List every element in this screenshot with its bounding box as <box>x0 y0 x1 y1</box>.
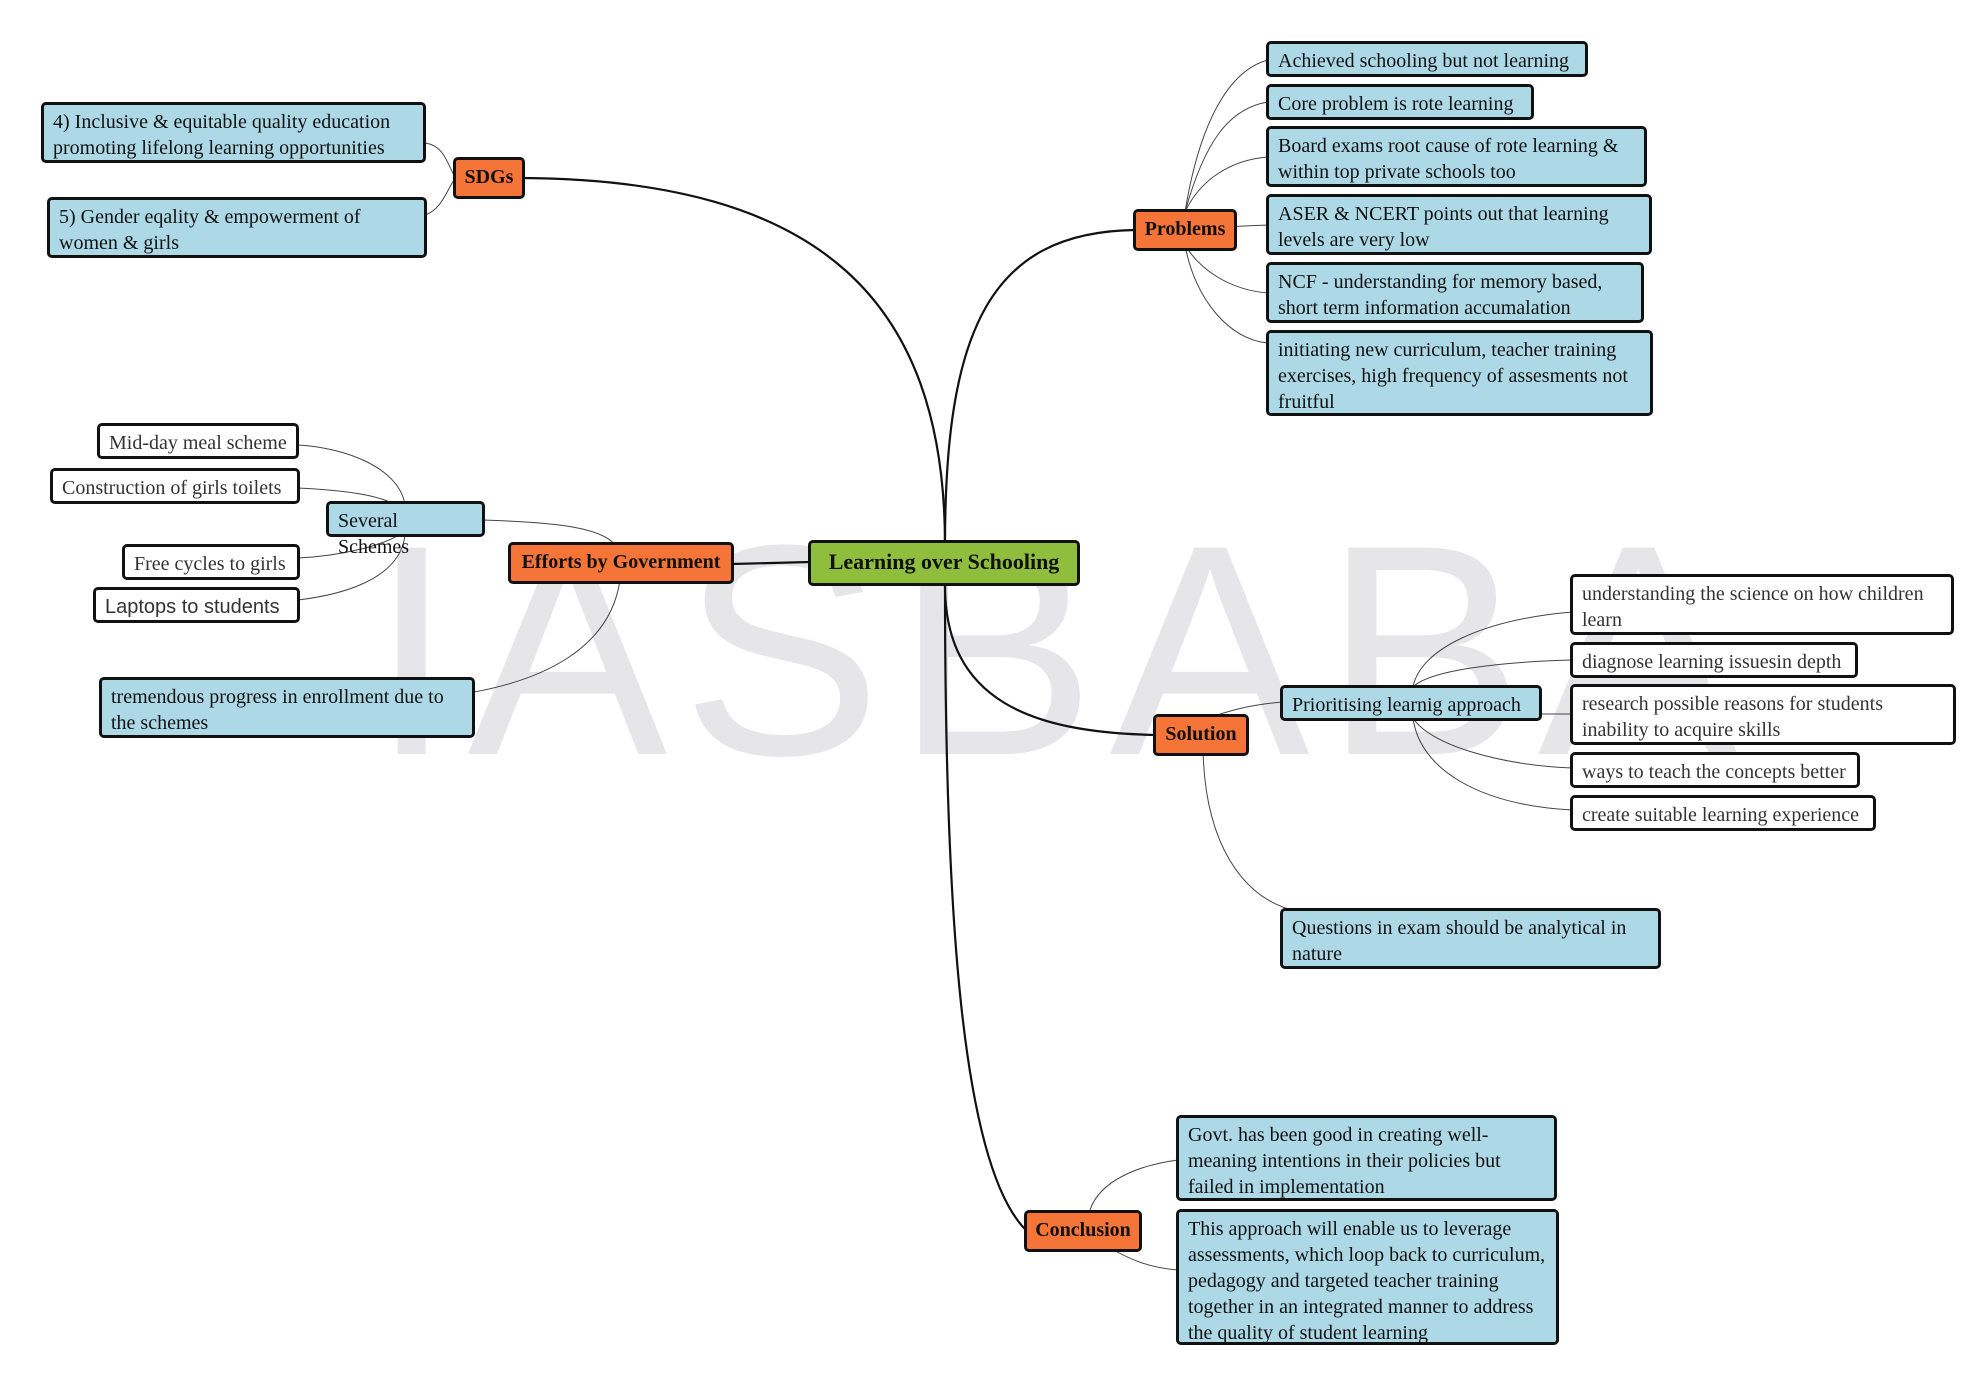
branch-efforts-label: Efforts by Government <box>521 551 721 573</box>
approach-item-4-text: ways to teach the concepts better <box>1582 761 1846 783</box>
scheme-item-1-text: Mid-day meal scheme <box>109 432 287 454</box>
link-root-efforts <box>731 560 811 566</box>
link-schemes-item4 <box>297 534 406 601</box>
approach-item-4[interactable]: ways to teach the concepts better <box>1570 752 1860 788</box>
branch-problems[interactable]: Problems <box>1133 209 1237 251</box>
link-conclusion-item1 <box>1089 1159 1179 1211</box>
conclusion-item-1-text: Govt. has been good in creating well-mea… <box>1188 1124 1501 1198</box>
link-approach-item5 <box>1412 717 1573 811</box>
several-schemes-label: Several Schemes <box>338 510 410 558</box>
conclusion-item-1[interactable]: Govt. has been good in creating well-mea… <box>1176 1115 1557 1201</box>
learning-approach-node[interactable]: Prioritising learnig approach <box>1280 685 1542 721</box>
link-problems-item1 <box>1184 59 1269 213</box>
link-root-solution <box>943 584 1159 737</box>
branch-solution-label: Solution <box>1165 723 1237 745</box>
branch-conclusion[interactable]: Conclusion <box>1024 1210 1142 1252</box>
sdg-item-4[interactable]: 4) Inclusive & equitable quality educati… <box>41 102 426 163</box>
problem-item-2-text: Core problem is rote learning <box>1278 93 1514 115</box>
conclusion-item-2-text: This approach will enable us to leverage… <box>1188 1218 1546 1344</box>
problem-item-2[interactable]: Core problem is rote learning <box>1266 84 1534 120</box>
exam-questions-node[interactable]: Questions in exam should be analytical i… <box>1280 908 1661 969</box>
problem-item-4[interactable]: ASER & NCERT points out that learning le… <box>1266 194 1652 255</box>
problem-item-4-text: ASER & NCERT points out that learning le… <box>1278 203 1609 251</box>
link-sdgs-item1 <box>424 142 456 179</box>
root-node[interactable]: Learning over Schooling <box>808 540 1080 586</box>
scheme-item-1[interactable]: Mid-day meal scheme <box>97 423 299 459</box>
enrollment-progress-node[interactable]: tremendous progress in enrollment due to… <box>99 677 475 738</box>
branch-problems-label: Problems <box>1144 218 1226 240</box>
link-efforts-schemes <box>482 519 616 546</box>
link-root-sdgs <box>522 176 947 546</box>
sdg-item-5-text: 5) Gender eqality & empowerment of women… <box>59 206 361 254</box>
problem-item-6[interactable]: initiating new curriculum, teacher train… <box>1266 330 1653 416</box>
approach-item-3-text: research possible reasons for students i… <box>1582 693 1884 741</box>
approach-item-2-text: diagnose learning issuesin depth <box>1582 651 1842 673</box>
sdg-item-4-text: 4) Inclusive & equitable quality educati… <box>53 111 391 159</box>
link-root-conclusion <box>943 584 1029 1233</box>
problem-item-1[interactable]: Achieved schooling but not learning <box>1266 41 1588 77</box>
enrollment-progress-text: tremendous progress in enrollment due to… <box>111 686 444 734</box>
exam-questions-text: Questions in exam should be analytical i… <box>1292 917 1627 965</box>
problem-item-5-text: NCF - understanding for memory based, sh… <box>1278 271 1603 319</box>
problem-item-5[interactable]: NCF - understanding for memory based, sh… <box>1266 262 1644 323</box>
scheme-item-3-text: Free cycles to girls <box>134 553 286 575</box>
scheme-item-4[interactable]: Laptops to students <box>93 587 300 623</box>
link-solution-exam <box>1202 749 1301 913</box>
branch-sdgs-label: SDGs <box>464 166 514 188</box>
approach-item-5-text: create suitable learning experience <box>1582 804 1860 826</box>
approach-item-5[interactable]: create suitable learning experience <box>1570 795 1876 831</box>
branch-sdgs[interactable]: SDGs <box>453 157 525 199</box>
link-problems-item6 <box>1184 244 1269 344</box>
approach-item-2[interactable]: diagnose learning issuesin depth <box>1570 642 1858 678</box>
link-efforts-progress <box>473 579 621 693</box>
approach-item-1-text: understanding the science on how childre… <box>1582 583 1924 631</box>
scheme-item-4-text: Laptops to students <box>105 596 280 618</box>
problem-item-3[interactable]: Board exams root cause of rote learning … <box>1266 126 1647 187</box>
branch-solution[interactable]: Solution <box>1153 714 1249 756</box>
scheme-item-2[interactable]: Construction of girls toilets <box>50 468 300 504</box>
learning-approach-label: Prioritising learnig approach <box>1292 694 1521 716</box>
link-problems-item3 <box>1184 156 1269 213</box>
link-approach-item4 <box>1412 717 1573 769</box>
branch-conclusion-label: Conclusion <box>1035 1219 1131 1241</box>
link-approach-item2 <box>1412 659 1573 688</box>
several-schemes-node[interactable]: Several Schemes <box>326 501 485 558</box>
link-problems-item5 <box>1184 244 1269 294</box>
problem-item-1-text: Achieved schooling but not learning <box>1278 50 1570 72</box>
sdg-item-5[interactable]: 5) Gender eqality & empowerment of women… <box>47 197 427 258</box>
root-label: Learning over Schooling <box>828 549 1060 574</box>
link-schemes-item1 <box>297 444 406 506</box>
approach-item-3[interactable]: research possible reasons for students i… <box>1570 684 1956 745</box>
approach-item-1[interactable]: understanding the science on how childre… <box>1570 574 1954 635</box>
link-problems-item2 <box>1184 101 1269 213</box>
scheme-item-3[interactable]: Free cycles to girls <box>122 544 300 580</box>
link-sdgs-item2 <box>424 177 456 216</box>
link-approach-item1 <box>1412 611 1573 688</box>
problem-item-6-text: initiating new curriculum, teacher train… <box>1278 339 1628 413</box>
link-root-problems <box>943 228 1136 546</box>
branch-efforts[interactable]: Efforts by Government <box>508 542 734 584</box>
conclusion-item-2[interactable]: This approach will enable us to leverage… <box>1176 1209 1559 1345</box>
scheme-item-2-text: Construction of girls toilets <box>62 477 282 499</box>
problem-item-3-text: Board exams root cause of rote learning … <box>1278 135 1619 183</box>
